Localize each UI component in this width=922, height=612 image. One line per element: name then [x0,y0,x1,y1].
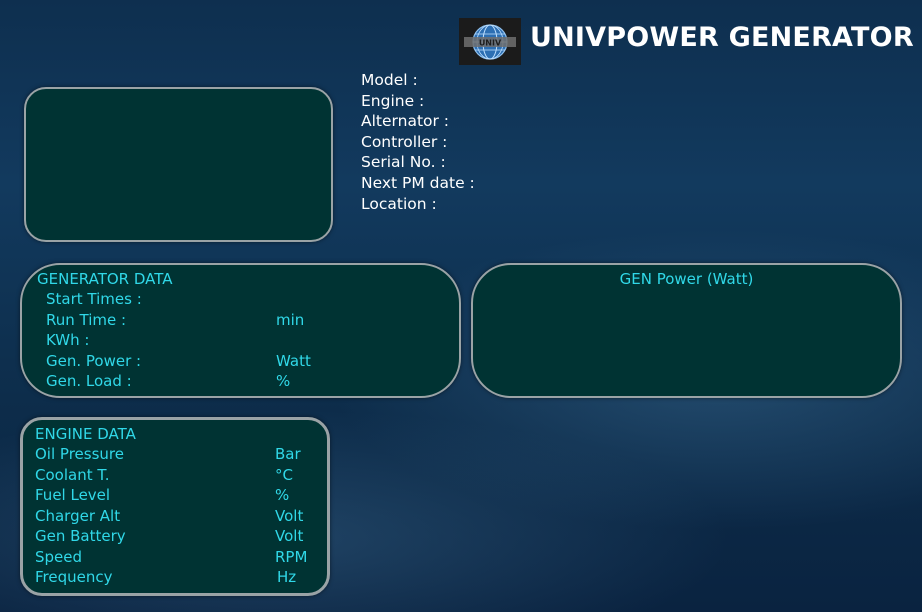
gen-power-label: Gen. Power : [46,352,142,370]
engine-fuel-level-unit: % [275,486,290,504]
engine-data-panel: ENGINE DATA Oil Pressure Bar Coolant T. … [20,417,330,596]
engine-coolant-unit: °C [275,466,293,484]
engine-gen-battery-unit: Volt [275,527,304,545]
info-alternator-label: Alternator : [361,112,450,131]
engine-oil-pressure-label: Oil Pressure [35,445,124,463]
gen-power-chart-panel: GEN Power (Watt) [471,263,902,398]
engine-speed-unit: RPM [275,548,308,566]
info-serial-label: Serial No. : [361,153,446,172]
engine-charger-alt-unit: Volt [275,507,304,525]
engine-data-title: ENGINE DATA [35,425,136,443]
engine-frequency-unit: Hz [277,568,297,586]
info-next-pm-label: Next PM date : [361,173,475,192]
info-engine-label: Engine : [361,91,425,110]
gen-run-time-unit: min [276,311,305,329]
gen-power-unit: Watt [276,352,311,370]
gen-load-label: Gen. Load : [46,372,132,390]
svg-text:UNIV: UNIV [479,38,502,47]
engine-frequency-label: Frequency [35,568,113,586]
generator-info-list: Model : Engine : Alternator : Controller… [361,70,475,214]
app-title: UNIVPOWER GENERATOR [530,22,914,53]
engine-speed-label: Speed [35,548,83,566]
gen-run-time-label: Run Time : [46,311,127,329]
info-model-label: Model : [361,71,418,89]
gen-power-chart-title: GEN Power (Watt) [619,270,754,288]
info-location-label: Location : [361,194,437,213]
gen-load-unit: % [276,372,291,390]
info-controller-label: Controller : [361,132,448,151]
generator-data-panel: GENERATOR DATA Start Times : Run Time : … [20,263,461,398]
gen-start-times-label: Start Times : [46,290,142,308]
globe-logo-icon: UNIV [459,18,521,65]
engine-coolant-label: Coolant T. [35,466,110,484]
gen-kwh-label: KWh : [46,331,90,349]
engine-gen-battery-label: Gen Battery [35,527,126,545]
engine-charger-alt-label: Charger Alt [35,507,121,525]
engine-fuel-level-label: Fuel Level [35,486,111,504]
engine-oil-pressure-unit: Bar [275,445,301,463]
generator-image-panel [24,87,333,242]
generator-data-title: GENERATOR DATA [37,270,173,288]
